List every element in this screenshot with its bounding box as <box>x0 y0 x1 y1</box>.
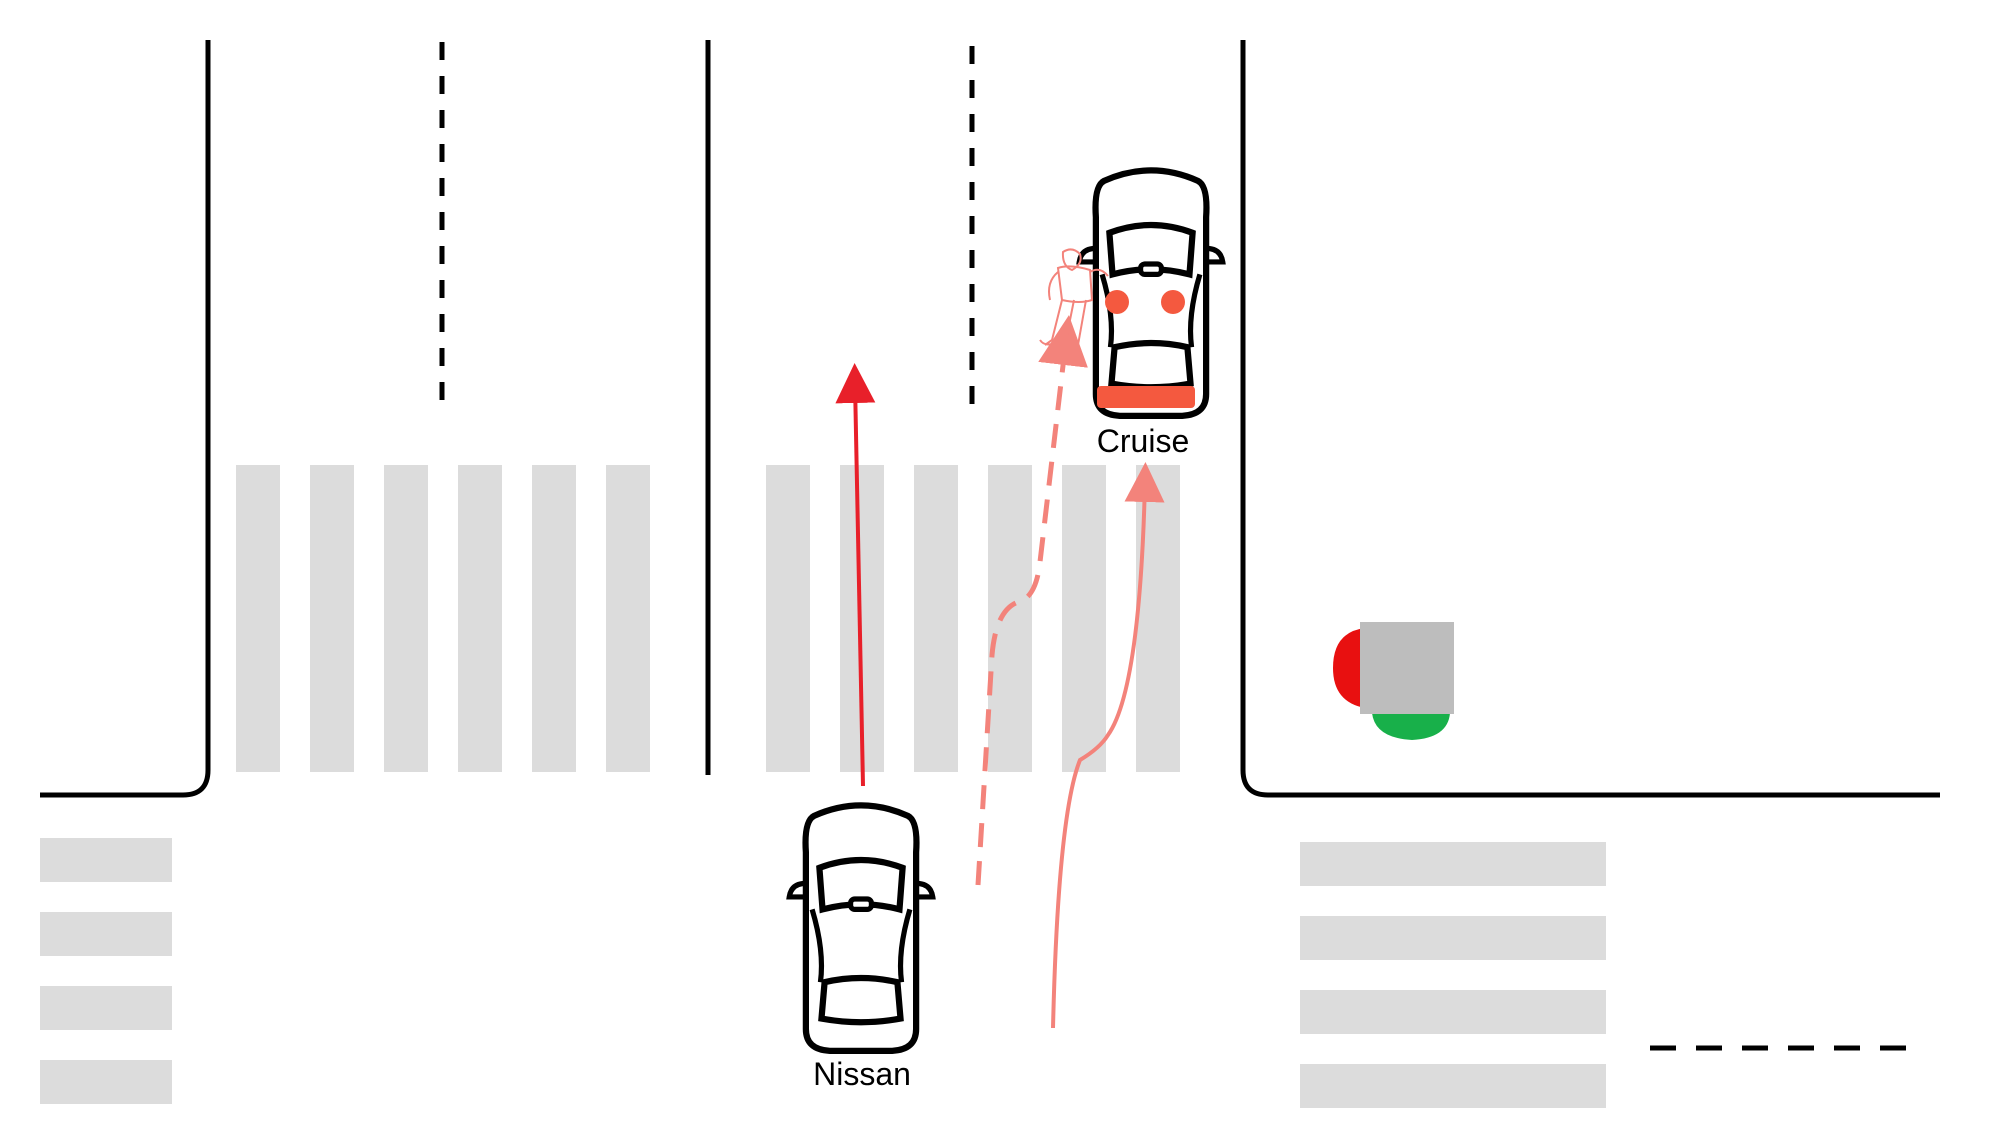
nissan-vehicle: Nissan <box>789 805 933 1092</box>
crosswalk-stripe <box>310 465 354 772</box>
cruise-path-arrow <box>1051 462 1165 1029</box>
crosswalk-stripe <box>40 986 172 1030</box>
crosswalk-stripe <box>40 1060 172 1104</box>
crosswalk-stripe <box>766 465 810 772</box>
crosswalk-stripe <box>532 465 576 772</box>
nissan-label: Nissan <box>813 1056 911 1092</box>
cruise-brake-light-right <box>1161 290 1185 314</box>
car-top-view-icon <box>789 805 933 1050</box>
crosswalk-stripe <box>1062 465 1106 772</box>
crosswalk-stripe <box>1300 842 1606 886</box>
signal-box <box>1360 622 1454 714</box>
crosswalk-stripe <box>988 465 1032 772</box>
nissan-path-arrow <box>835 363 876 787</box>
crosswalk-stripe <box>914 465 958 772</box>
crosswalk-stripe <box>458 465 502 772</box>
signal-green-light <box>1372 713 1450 740</box>
lane-dashes <box>439 42 1920 1051</box>
road-edges <box>40 40 1940 798</box>
cruise-brake-light-left <box>1105 290 1129 314</box>
crosswalk-stripe <box>606 465 650 772</box>
pedestrian-outline-icon <box>1039 248 1109 346</box>
crosswalk-west <box>40 838 172 1104</box>
crosswalk-stripe <box>1300 1064 1606 1108</box>
pedestrian-path-arrow <box>975 315 1088 886</box>
cruise-vehicle: Cruise <box>1079 170 1223 459</box>
traffic-signal-icon <box>1333 622 1454 740</box>
crosswalk-stripe <box>1300 990 1606 1034</box>
left-road-edge <box>40 40 211 798</box>
crosswalk-stripe <box>40 838 172 882</box>
car-top-view-icon <box>1079 170 1223 415</box>
cruise-brake-light-bar <box>1097 386 1195 408</box>
crosswalk-north-right <box>766 465 1180 772</box>
crosswalk-east <box>1300 842 1606 1108</box>
crosswalk-stripe <box>1300 916 1606 960</box>
cruise-label: Cruise <box>1097 423 1189 459</box>
signal-red-light <box>1333 628 1365 708</box>
right-road-edge <box>1240 40 1940 798</box>
crosswalk-stripe <box>40 912 172 956</box>
crosswalk-stripe <box>236 465 280 772</box>
crosswalk-north-left <box>236 465 650 772</box>
crosswalk-stripe <box>384 465 428 772</box>
